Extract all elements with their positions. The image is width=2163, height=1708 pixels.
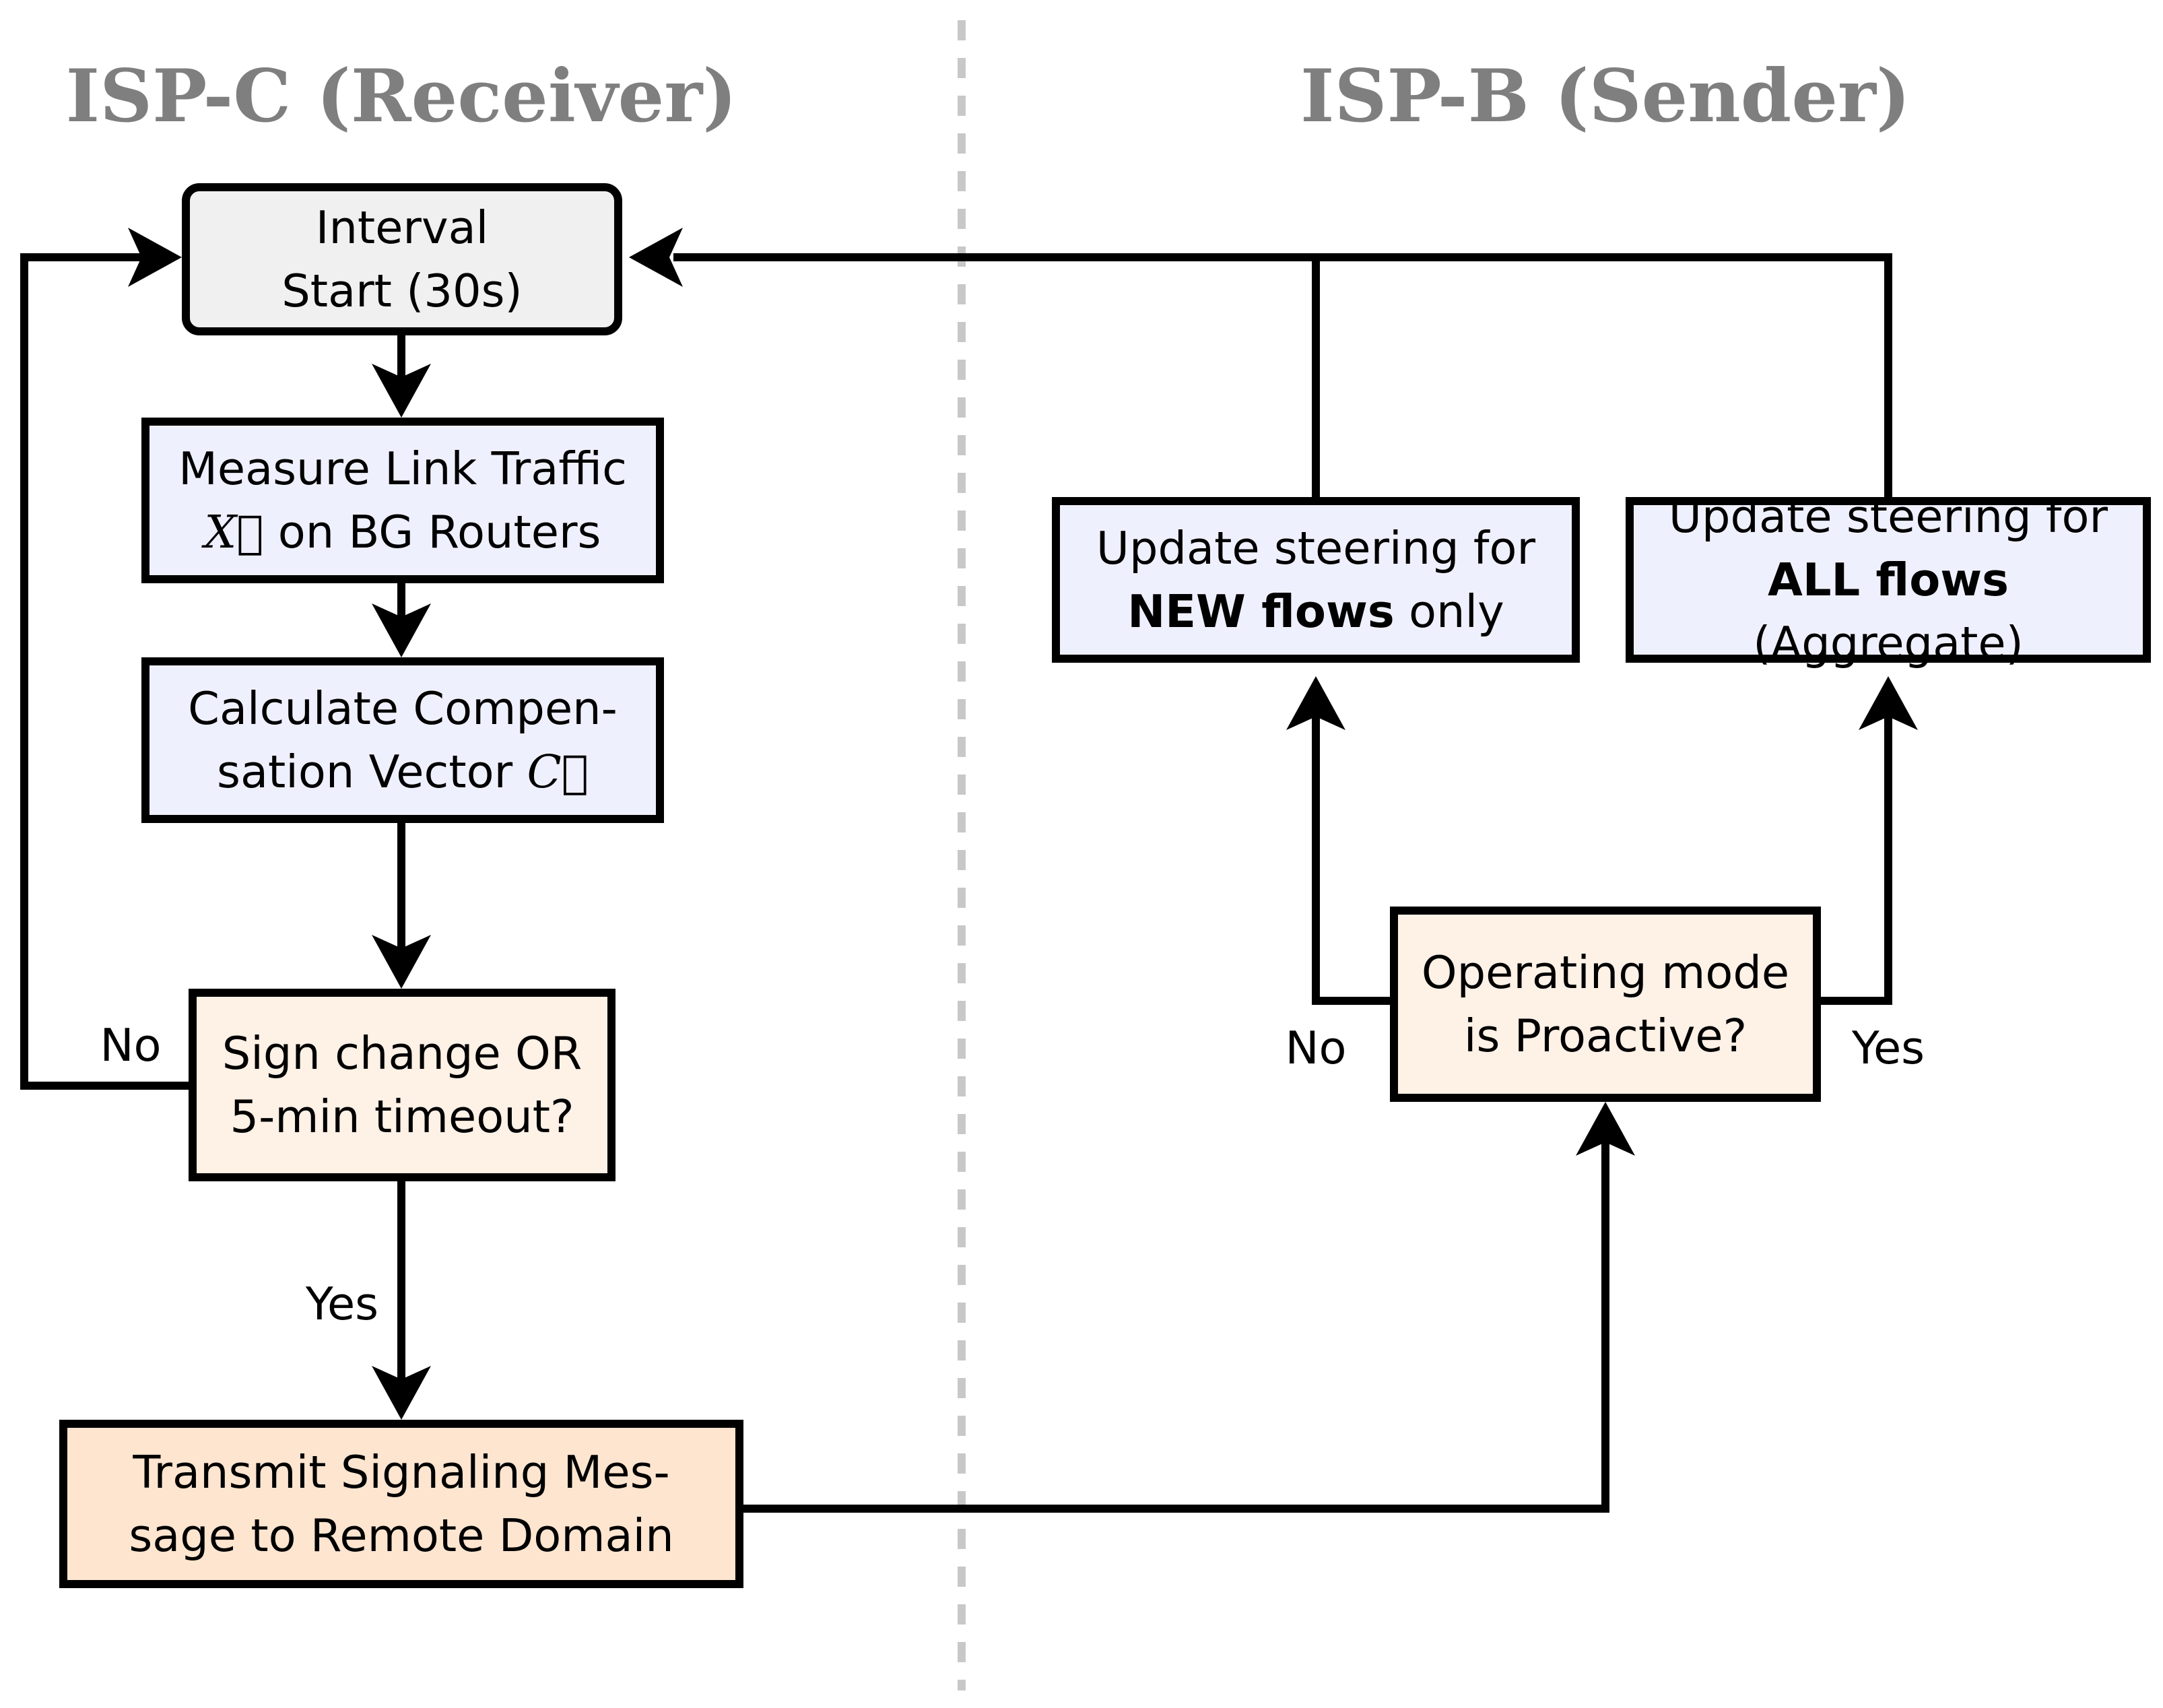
edge-mode-yes-to-update-all	[1814, 692, 1892, 1005]
arrowhead-feedback-into-start	[629, 228, 683, 287]
node-sign-change-decision: Sign change OR 5-min timeout?	[189, 989, 615, 1181]
node-sign-change-line1: Sign change OR	[222, 1027, 583, 1080]
node-operating-mode-line2: is Proactive?	[1463, 1010, 1748, 1062]
edge-decision-no-loop	[20, 253, 189, 1090]
arrowhead-loop-into-start	[128, 228, 182, 287]
node-update-new-rest: only	[1394, 585, 1504, 638]
node-update-new-line2: NEW flows only	[1127, 580, 1504, 643]
arrowhead-into-transmit	[372, 1366, 431, 1420]
arrowhead-into-mode	[1576, 1102, 1635, 1156]
arrowhead-into-update-all	[1859, 676, 1918, 730]
node-interval-start: Interval Start (30s)	[182, 183, 622, 335]
node-calculate-line2: sation Vector C⃗	[217, 740, 589, 803]
label-sign-change-no: No	[100, 1019, 162, 1072]
node-update-all-bold: ALL flows	[1767, 554, 2009, 606]
node-update-new-bold: NEW flows	[1127, 585, 1395, 638]
arrowhead-into-calculate	[372, 603, 431, 657]
edge-mode-no-to-update-new	[1312, 692, 1390, 1005]
lane-title-receiver: ISP-C (Receiver)	[65, 54, 737, 139]
node-measure-traffic: Measure Link Traffic X⃗ on BG Routers	[141, 418, 664, 583]
arrowhead-into-update-new	[1286, 676, 1345, 730]
node-update-all-rest: (Aggregate)	[1753, 617, 2024, 669]
node-operating-mode-decision: Operating mode is Proactive?	[1390, 907, 1821, 1102]
node-calculate-compensation: Calculate Compen- sation Vector C⃗	[141, 657, 664, 823]
node-update-all-line2: ALL flows (Aggregate)	[1634, 548, 2143, 675]
arrowhead-into-decision	[372, 935, 431, 989]
node-interval-start-line2: Start (30s)	[281, 265, 523, 317]
node-operating-mode-line1: Operating mode	[1421, 946, 1790, 999]
node-update-new-line1: Update steering for	[1096, 522, 1536, 574]
node-measure-line2-rest: on BG Routers	[263, 506, 601, 558]
node-update-new-flows: Update steering for NEW flows only	[1052, 497, 1580, 663]
node-transmit-line1: Transmit Signaling Mes-	[133, 1446, 670, 1499]
node-update-all-flows: Update steering for ALL flows (Aggregate…	[1626, 490, 2151, 669]
lane-title-sender: ISP-B (Sender)	[1300, 54, 1911, 139]
node-measure-line2: X⃗ on BG Routers	[205, 500, 601, 564]
node-measure-line1: Measure Link Traffic	[178, 442, 627, 495]
arrowhead-into-measure	[372, 364, 431, 418]
node-interval-start-line1: Interval	[315, 201, 489, 254]
edge-transmit-to-mode	[743, 1118, 1609, 1513]
vector-x-symbol: X⃗	[204, 506, 264, 558]
node-calculate-line2-prefix: sation Vector	[217, 746, 527, 798]
node-sign-change-line2: 5-min timeout?	[230, 1090, 574, 1143]
vector-c-symbol: C⃗	[527, 746, 589, 798]
node-update-all-line1: Update steering for	[1668, 490, 2108, 543]
node-transmit-signaling: Transmit Signaling Mes- sage to Remote D…	[59, 1420, 743, 1588]
node-calculate-line1: Calculate Compen-	[188, 682, 618, 735]
edge-update-all-feedback	[673, 253, 1892, 497]
label-mode-yes: Yes	[1851, 1022, 1925, 1074]
node-transmit-line2: sage to Remote Domain	[129, 1509, 674, 1562]
label-mode-no: No	[1285, 1022, 1347, 1074]
label-sign-change-yes: Yes	[305, 1278, 379, 1330]
